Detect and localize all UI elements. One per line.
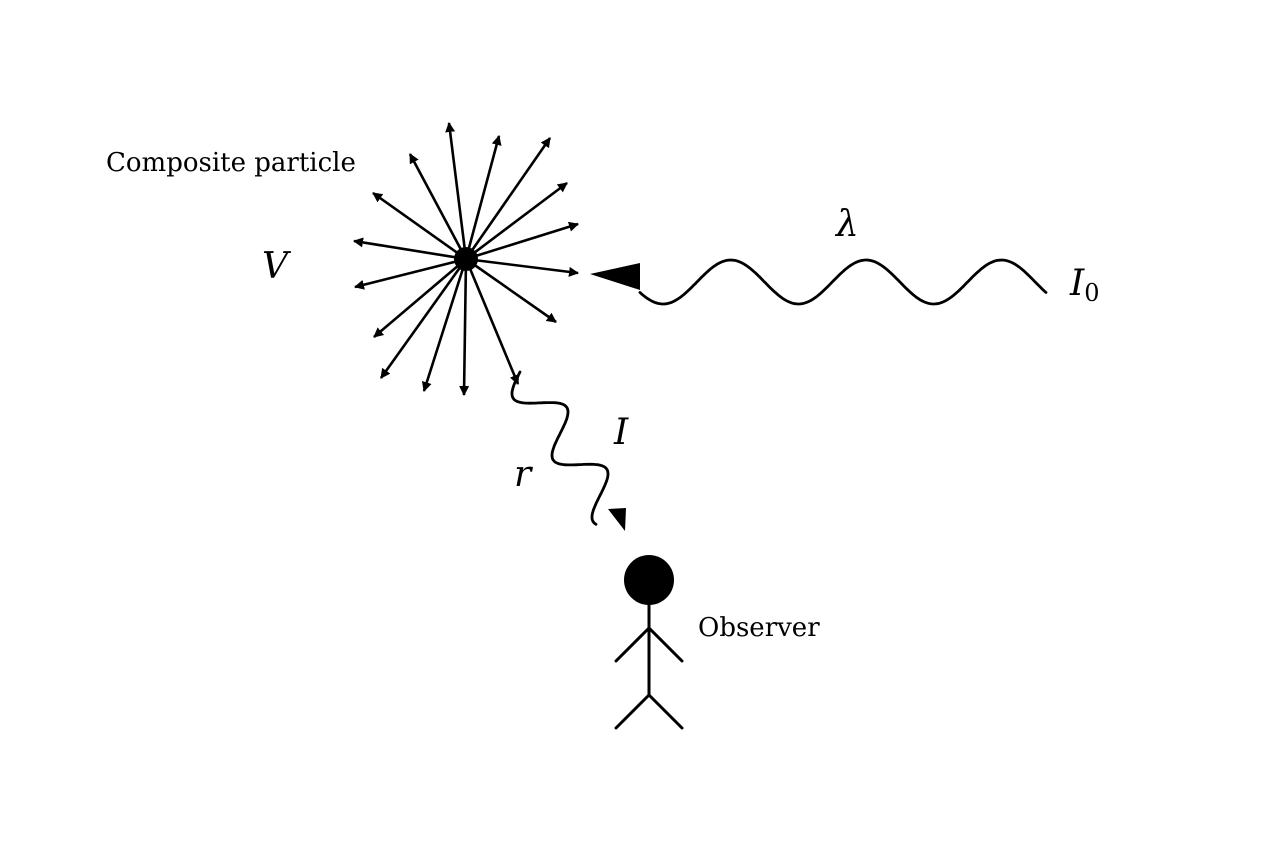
observer-right-leg <box>647 693 684 730</box>
scattered-ray-3 <box>464 137 552 260</box>
scattered-ray-9 <box>459 258 470 396</box>
scattered-wave <box>510 370 610 526</box>
observer-head <box>624 555 674 605</box>
particle-label: Composite particle <box>106 148 356 178</box>
scattered-ray-1 <box>445 122 468 260</box>
scattered-intensity-label: I <box>613 412 629 453</box>
observer-right-arm <box>647 626 684 663</box>
scattered-ray-2 <box>464 135 502 260</box>
scattered-ray-14 <box>353 237 467 261</box>
incident-intensity-label: I0 <box>1069 263 1100 307</box>
scattered-ray-12 <box>373 258 467 338</box>
incident-wave <box>638 258 1048 306</box>
scattered-ray-5 <box>465 221 579 261</box>
observer-left-leg <box>614 693 651 730</box>
observer-left-arm <box>614 626 651 663</box>
scattered-rays <box>353 122 579 396</box>
incident-intensity-subscript: 0 <box>1084 279 1099 307</box>
volume-label: V <box>262 246 292 287</box>
particle-center-dot <box>454 247 478 271</box>
scattered-ray-4 <box>465 181 568 261</box>
scattered-ray-8 <box>464 258 520 385</box>
scattered-ray-15 <box>372 191 467 261</box>
observer-label: Observer <box>698 613 820 643</box>
scattered-ray-13 <box>354 257 467 290</box>
observer-figure <box>614 555 684 730</box>
incident-wave-arrowhead <box>590 263 640 290</box>
scattered-ray-7 <box>465 257 557 324</box>
distance-label: r <box>514 454 533 495</box>
scattered-ray-16 <box>408 153 468 260</box>
scattered-ray-6 <box>465 257 579 277</box>
scattered-ray-11 <box>379 258 468 379</box>
scattered-wave-arrowhead <box>608 508 626 531</box>
scattered-ray-10 <box>421 258 468 392</box>
incident-intensity-base: I <box>1069 263 1085 304</box>
wavelength-label: λ <box>834 204 859 245</box>
